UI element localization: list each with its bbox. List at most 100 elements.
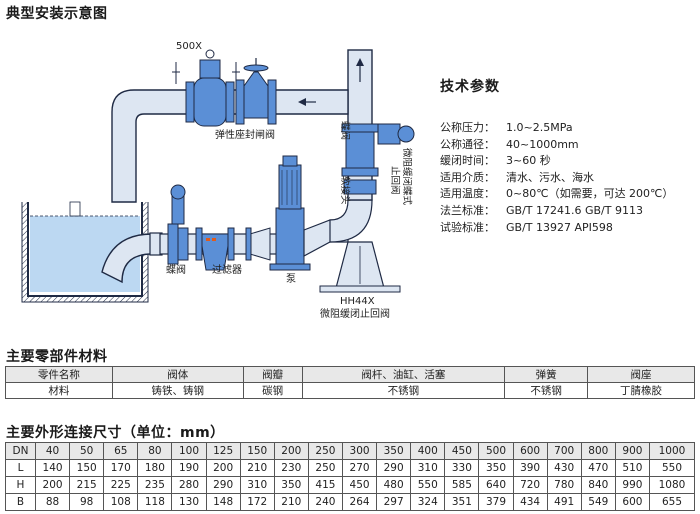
spec-value: 0~80℃（如需要，可达 200℃）	[506, 187, 674, 201]
table-cell: 150	[69, 459, 105, 477]
spec-row: 适用介质： 清水、污水、海水	[440, 170, 696, 187]
table-cell: 240	[307, 493, 343, 511]
table-cell: 材料	[5, 382, 113, 399]
spec-row: 法兰标准： GB/T 17241.6 GB/T 9113	[440, 203, 696, 220]
table-cell: 330	[444, 459, 480, 477]
spec-key: 公称压力：	[440, 121, 495, 134]
table-cell: 65	[103, 442, 139, 460]
parts-table: 零件名称 阀体 阀瓣 阀杆、油缸、活塞 弹簧 阀座 材料 铸铁、铸钢 碳钢 不锈…	[5, 366, 695, 399]
table-cell: 800	[580, 442, 616, 460]
table-cell: 200	[34, 476, 71, 494]
tech-specs: 技术参数 公称压力：1.0~2.5MPa 公称通径：40~1000mm 缓闭时间…	[440, 76, 696, 236]
spec-value: GB/T 17241.6 GB/T 9113	[506, 203, 643, 217]
spec-value: 3~60 秒	[506, 154, 551, 168]
table-cell: 190	[171, 459, 207, 477]
spec-key: 适用介质：	[440, 170, 495, 184]
table-cell: 180	[137, 459, 173, 477]
table-cell: 200	[205, 459, 241, 477]
table-cell: 434	[512, 493, 548, 511]
label-butterfly-bottom: 蝶阀	[166, 263, 186, 276]
table-cell: 324	[410, 493, 446, 511]
table-cell: 250	[307, 459, 343, 477]
table-cell: 720	[512, 476, 548, 494]
table-cell: 640	[478, 476, 514, 494]
spec-key: 适用温度：	[440, 187, 495, 201]
table-cell: 88	[34, 493, 71, 511]
table-cell: 40	[34, 442, 71, 460]
table-cell: 170	[103, 459, 139, 477]
label-soft-joint: 软接头	[339, 176, 351, 205]
dims-heading: 主要外形连接尺寸（单位：mm）	[6, 425, 225, 441]
table-cell: 80	[137, 442, 173, 460]
bottom-pipeline	[159, 184, 289, 271]
table-cell: 550	[410, 476, 446, 494]
table-cell: 100	[171, 442, 207, 460]
table-cell: 300	[341, 442, 378, 460]
label-check-valve-1: 微阻缓闭蝶式	[401, 148, 413, 206]
pump	[269, 155, 311, 271]
table-cell: 491	[546, 493, 582, 511]
table-cell: 400	[410, 442, 446, 460]
parts-heading: 主要零部件材料	[6, 349, 108, 365]
table-cell: 500	[478, 442, 514, 460]
table-cell: 阀座	[587, 366, 695, 383]
table-cell: 148	[205, 493, 241, 511]
table-cell: 125	[205, 442, 241, 460]
table-cell: 900	[614, 442, 650, 460]
table-cell: 450	[341, 476, 378, 494]
table-row: 材料 铸铁、铸钢 碳钢 不锈钢 不锈钢 丁腈橡胶	[5, 382, 695, 399]
spec-key: 法兰标准：	[440, 203, 495, 217]
table-cell: 230	[273, 459, 309, 477]
table-cell: 172	[239, 493, 275, 511]
specs-title: 技术参数	[440, 79, 500, 95]
table-cell: 丁腈橡胶	[587, 382, 695, 399]
table-cell: 990	[614, 476, 650, 494]
table-cell: 不锈钢	[504, 382, 589, 399]
hh44x-valve	[319, 241, 401, 293]
table-cell: 470	[580, 459, 616, 477]
table-cell: 108	[103, 493, 139, 511]
spec-key: 试验标准：	[440, 220, 495, 234]
table-cell: 118	[137, 493, 173, 511]
label-hh44x-name: 微阻缓闭止回阀	[320, 307, 390, 320]
table-cell: 140	[34, 459, 71, 477]
table-cell: DN	[5, 442, 36, 460]
spec-row: 公称通径：40~1000mm	[440, 137, 696, 154]
table-cell: H	[5, 476, 36, 494]
label-hh44x-code: HH44X	[340, 296, 375, 307]
label-filter: 过滤器	[212, 263, 242, 276]
table-cell: 550	[648, 459, 696, 477]
table-cell: 350	[478, 459, 514, 477]
table-cell: 1080	[648, 476, 696, 494]
table-cell: 铸铁、铸钢	[111, 382, 244, 399]
table-cell: 阀瓣	[242, 366, 303, 383]
table-header-row: 零件名称 阀体 阀瓣 阀杆、油缸、活塞 弹簧 阀座	[5, 366, 695, 383]
table-cell: 510	[614, 459, 650, 477]
table-cell: 350	[273, 476, 309, 494]
spec-value: 清水、污水、海水	[506, 170, 594, 184]
table-cell: 零件名称	[5, 366, 113, 383]
table-cell: 210	[273, 493, 309, 511]
suction-pipe	[101, 232, 163, 284]
table-cell: 480	[376, 476, 412, 494]
table-cell: 415	[307, 476, 343, 494]
table-cell: 655	[648, 493, 696, 511]
table-cell: 290	[376, 459, 412, 477]
table-cell: 700	[546, 442, 582, 460]
table-cell: 200	[273, 442, 309, 460]
table-cell: 351	[444, 493, 480, 511]
label-gate-valve: 弹性座封闸阀	[215, 128, 275, 141]
table-cell: 264	[341, 493, 378, 511]
outlet-pipe	[303, 199, 373, 258]
table-cell: 390	[512, 459, 548, 477]
table-cell: B	[5, 493, 36, 511]
table-cell: 250	[307, 442, 343, 460]
label-pump: 泵	[286, 273, 296, 285]
table-cell: 600	[614, 493, 650, 511]
table-cell: 215	[69, 476, 105, 494]
table-cell: 碳钢	[242, 382, 303, 399]
table-cell: 阀杆、油缸、活塞	[301, 366, 506, 383]
